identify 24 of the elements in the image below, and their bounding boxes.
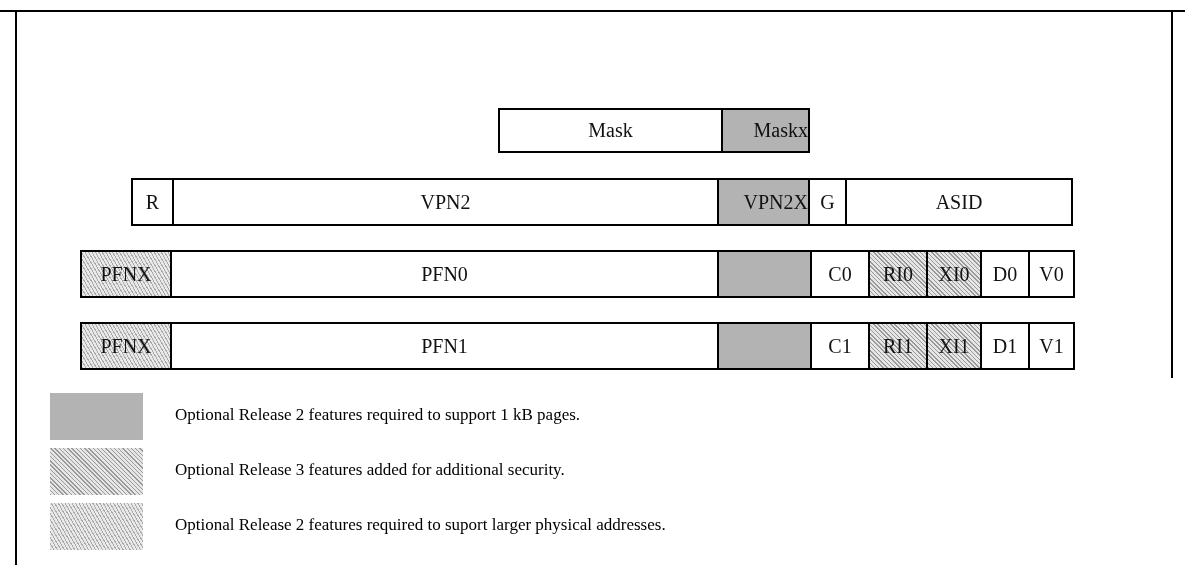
register-field: PFNX (80, 250, 172, 298)
register-field: VPN2 (172, 178, 719, 226)
register-field: Mask (498, 108, 723, 153)
register-field: G (808, 178, 847, 226)
register-field: PFNX (80, 322, 172, 370)
empty-field (717, 250, 812, 298)
register-field: ASID (845, 178, 1073, 226)
register-field: D1 (980, 322, 1030, 370)
empty-field (717, 322, 812, 370)
register-field: XI1 (926, 322, 982, 370)
register-field: R (131, 178, 174, 226)
register-field: XI0 (926, 250, 982, 298)
register-field: PFN0 (170, 250, 719, 298)
register-field: D0 (980, 250, 1030, 298)
register-field: RI0 (868, 250, 928, 298)
register-field: V1 (1028, 322, 1075, 370)
register-field: Maskx (721, 108, 810, 153)
register-field: RI1 (868, 322, 928, 370)
legend-text: Optional Release 3 features added for additional security. (175, 460, 565, 480)
legend-text: Optional Release 2 features required to support 1 kB pages. (175, 405, 581, 425)
legend-text: Optional Release 2 features required to suport larger physical addresses. (175, 515, 666, 535)
register-field: PFN1 (170, 322, 719, 370)
register-field: V0 (1028, 250, 1075, 298)
register-field: VPN2X (717, 178, 810, 226)
